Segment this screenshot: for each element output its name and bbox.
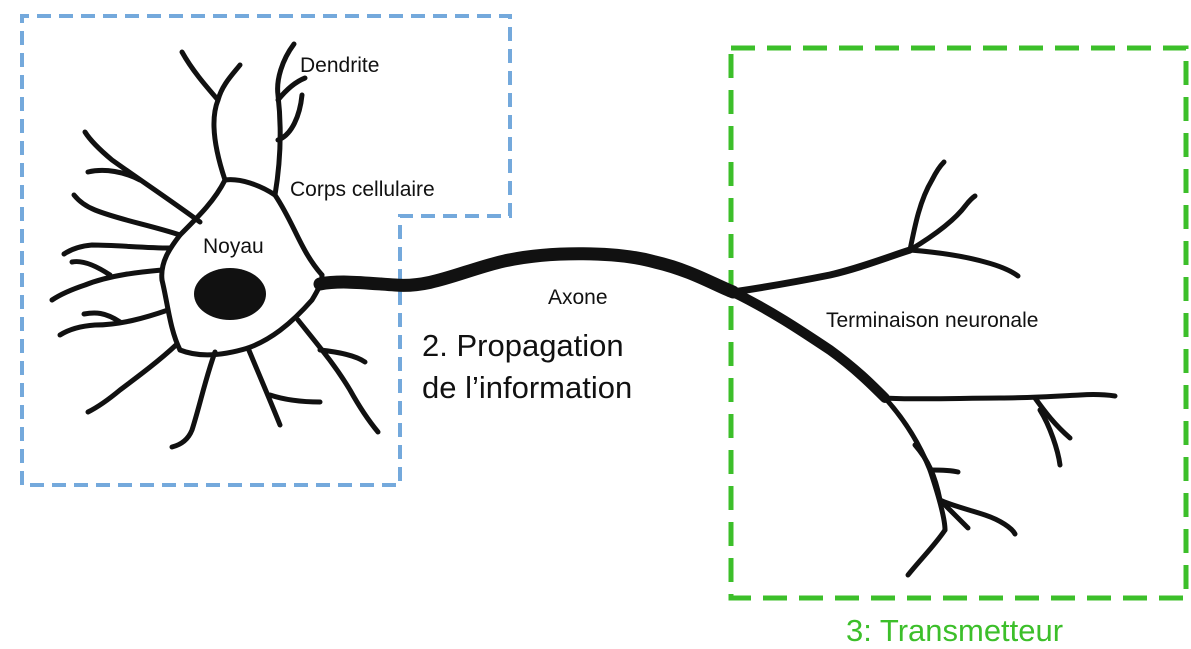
axon-label: Axone <box>548 286 608 309</box>
neuron <box>49 41 1118 578</box>
cell-body-outline <box>159 177 325 358</box>
transmitter-label: 3: Transmetteur <box>846 613 1063 648</box>
axon-terminals <box>728 246 914 403</box>
axon <box>313 247 740 299</box>
terminal-label: Terminaison neuronale <box>826 309 1038 332</box>
transmitter-zone-box <box>728 45 1189 601</box>
dendrite-label: Dendrite <box>300 54 379 77</box>
dendrites <box>49 41 381 450</box>
receiver-zone-box <box>20 14 512 487</box>
nucleus <box>194 268 266 320</box>
propagation-label-line2: de l’information <box>422 370 632 405</box>
nucleus-label: Noyau <box>203 235 264 258</box>
propagation-label-line1: 2. Propagation <box>422 328 624 363</box>
terminal-branches <box>882 159 1118 578</box>
cell-body-label: Corps cellulaire <box>290 178 435 201</box>
